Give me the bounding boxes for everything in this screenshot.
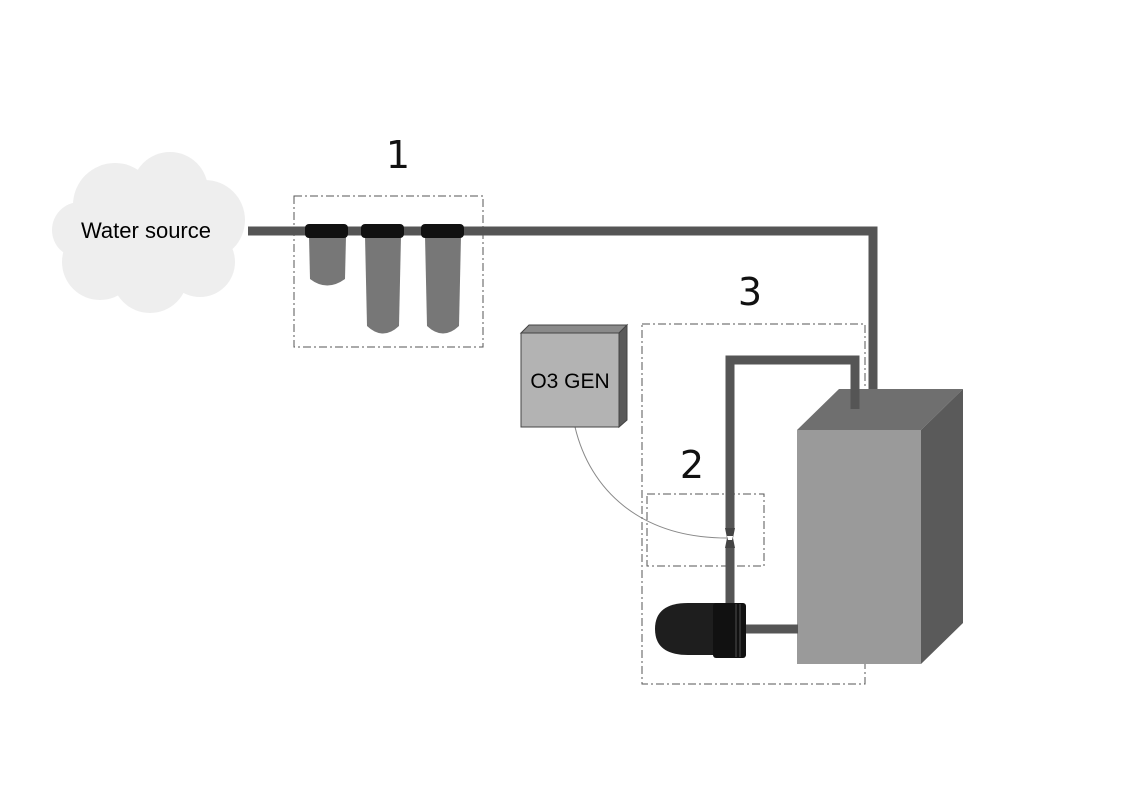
zone-2-label: 2	[680, 443, 704, 487]
filter-housing-large	[421, 224, 464, 334]
zone-1-box	[293, 195, 484, 348]
recirculation-pipe	[725, 355, 860, 530]
pump-head	[713, 603, 746, 658]
water-source-label: Water source	[81, 218, 211, 243]
filter-housing-medium	[361, 224, 404, 334]
filter-housing-small	[305, 224, 348, 286]
zone-3-label: 3	[738, 270, 762, 314]
storage-tank	[797, 389, 963, 664]
generator-label: O3 GEN	[530, 370, 609, 393]
ozone-gas-line	[574, 426, 728, 539]
tank-front-face	[797, 430, 921, 664]
ozone-generator: O3 GEN	[519, 323, 629, 429]
filter-stage: 1	[293, 133, 484, 348]
circulation-pump	[655, 603, 746, 658]
generator-front-face	[520, 332, 620, 428]
tank-side-face	[921, 389, 963, 664]
zone-1-label: 1	[386, 133, 410, 177]
venturi-injector	[725, 528, 735, 548]
zone-2-box	[646, 493, 765, 567]
pump-motor	[655, 603, 716, 655]
water-source-cloud: Water source	[52, 152, 245, 313]
tank-top-face	[797, 389, 963, 430]
